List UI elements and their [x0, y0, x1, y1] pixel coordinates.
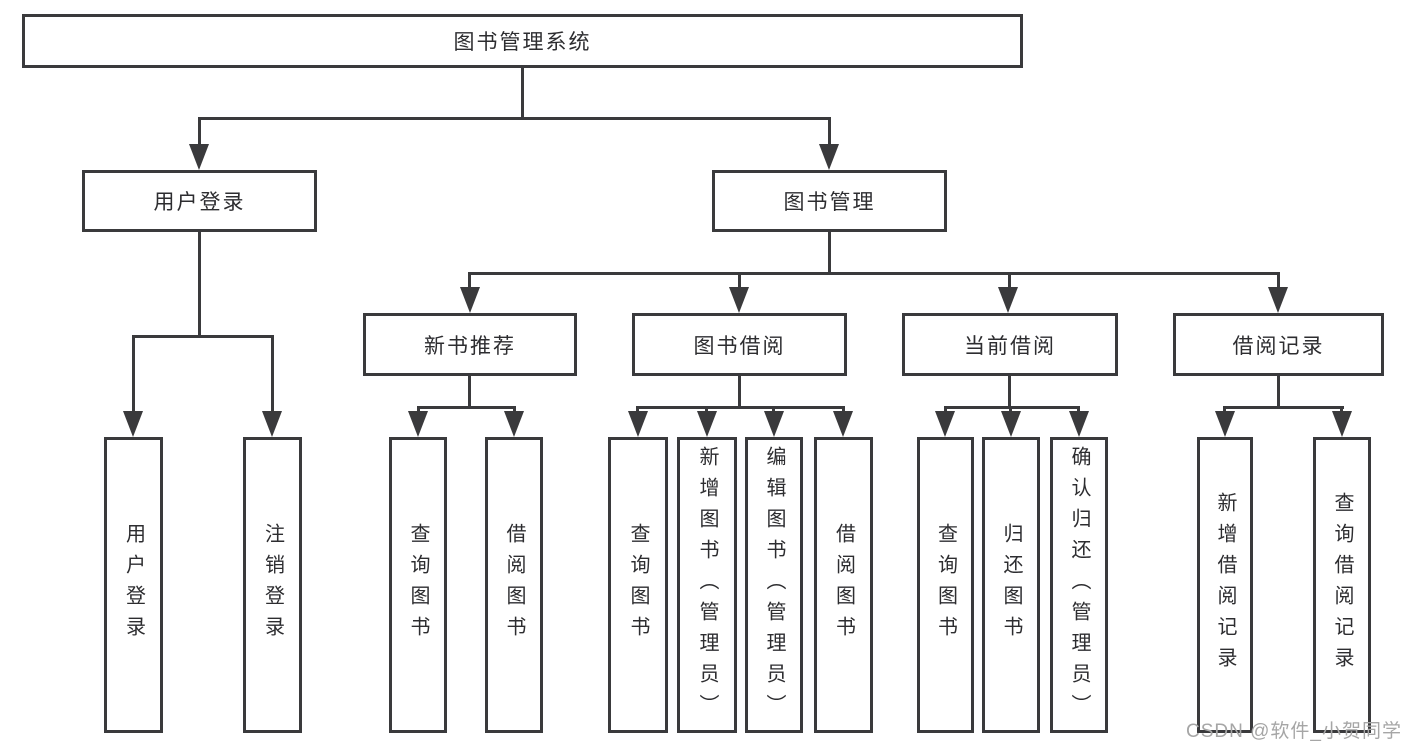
arrowhead-down — [764, 411, 784, 437]
connector-stem — [468, 376, 471, 409]
node-book-borrowing: 图书借阅 — [632, 313, 847, 376]
arrowhead-down — [1268, 287, 1288, 313]
connector-shaft — [198, 117, 201, 147]
leaf-edit-books-admin: 编辑图书（管理员） — [745, 437, 803, 733]
connector-shaft — [468, 272, 471, 290]
arrowhead-down — [262, 411, 282, 437]
connector-split — [944, 406, 1080, 409]
leaf-query-books-current: 查询图书 — [917, 437, 974, 733]
arrowhead-down — [1332, 411, 1352, 437]
connector-root-stem — [521, 68, 524, 118]
leaf-query-books-recommend: 查询图书 — [389, 437, 447, 733]
connector-user-login-split — [132, 335, 274, 338]
arrowhead-down — [833, 411, 853, 437]
connector-shaft — [738, 272, 741, 290]
connector-split — [636, 406, 845, 409]
arrowhead-down — [504, 411, 524, 437]
connector-split — [417, 406, 516, 409]
node-new-book-recommendation: 新书推荐 — [363, 313, 577, 376]
leaf-borrow-books-recommend: 借阅图书 — [485, 437, 543, 733]
watermark: CSDN @软件_小贺同学 — [1186, 721, 1402, 742]
leaf-return-books: 归还图书 — [982, 437, 1040, 733]
arrowhead-down — [408, 411, 428, 437]
leaf-query-borrow-record: 查询借阅记录 — [1313, 437, 1371, 733]
node-borrowing-records: 借阅记录 — [1173, 313, 1384, 376]
connector-shaft — [1277, 272, 1280, 290]
arrowhead-down — [1069, 411, 1089, 437]
connector-level2-split — [198, 117, 831, 120]
connector-stem — [1277, 376, 1280, 409]
leaf-confirm-return-admin: 确认归还（管理员） — [1050, 437, 1108, 733]
arrowhead-down — [819, 144, 839, 170]
connector-stem — [1008, 376, 1011, 409]
connector-shaft — [271, 335, 274, 413]
connector-shaft — [132, 335, 135, 413]
node-user-login: 用户登录 — [82, 170, 317, 232]
leaf-logout: 注销登录 — [243, 437, 302, 733]
connector-shaft — [1008, 272, 1011, 290]
leaf-user-login: 用户登录 — [104, 437, 163, 733]
connector-level3-split — [468, 272, 1280, 275]
arrowhead-down — [729, 287, 749, 313]
arrowhead-down — [1001, 411, 1021, 437]
arrowhead-down — [123, 411, 143, 437]
leaf-add-borrow-record: 新增借阅记录 — [1197, 437, 1253, 733]
node-book-management: 图书管理 — [712, 170, 947, 232]
leaf-add-books-admin: 新增图书（管理员） — [677, 437, 737, 733]
arrowhead-down — [460, 287, 480, 313]
node-current-borrowing: 当前借阅 — [902, 313, 1118, 376]
arrowhead-down — [1215, 411, 1235, 437]
arrowhead-down — [935, 411, 955, 437]
arrowhead-down — [998, 287, 1018, 313]
connector-book-management-stem — [828, 232, 831, 275]
connector-user-login-stem — [198, 232, 201, 338]
arrowhead-down — [628, 411, 648, 437]
leaf-query-books-borrowing: 查询图书 — [608, 437, 668, 733]
arrowhead-down — [189, 144, 209, 170]
connector-stem — [738, 376, 741, 409]
arrowhead-down — [697, 411, 717, 437]
connector-split — [1223, 406, 1344, 409]
node-library-management-system: 图书管理系统 — [22, 14, 1023, 68]
connector-shaft — [828, 117, 831, 147]
leaf-borrow-books-borrowing: 借阅图书 — [814, 437, 873, 733]
